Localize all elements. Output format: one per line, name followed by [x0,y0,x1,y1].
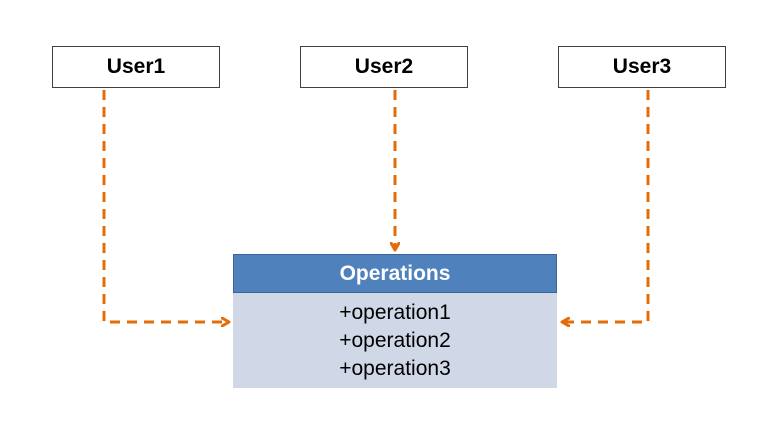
user3-box: User3 [558,46,726,88]
operations-class-header: Operations [233,254,557,293]
user1-box: User1 [52,46,220,88]
operation-item: +operation1 [339,301,451,324]
operation-item: +operation3 [339,357,451,380]
user2-label: User2 [354,55,414,78]
operation-item: +operation2 [339,329,451,352]
operations-class-box: Operations +operation1 +operation2 +oper… [233,254,557,388]
user1-label: User1 [106,55,166,78]
arrow-user1-to-operations [102,90,229,322]
operations-class-body: +operation1 +operation2 +operation3 [233,293,557,388]
arrow-user3-to-operations [562,90,650,322]
user2-box: User2 [300,46,468,88]
operations-class-name: Operations [339,261,451,285]
user3-label: User3 [612,55,672,78]
